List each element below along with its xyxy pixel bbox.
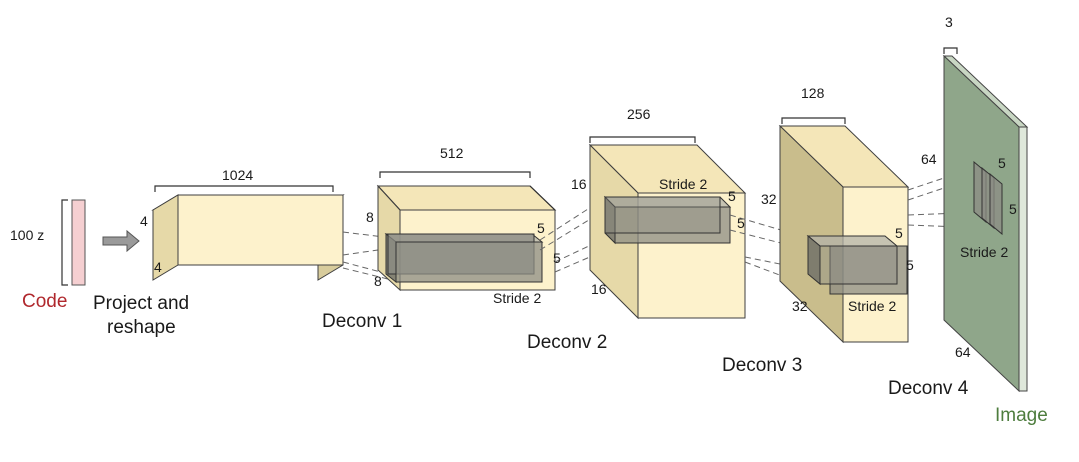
deconv2-height-label: 16: [571, 176, 587, 192]
deconv1-kernel-h-label: 5: [537, 220, 545, 236]
deconv3-kernel-h-label: 5: [895, 225, 903, 241]
deconv1-kernel: [384, 232, 544, 284]
code-bracket: [61, 199, 68, 286]
project-block: 1024 4 4 Project and reshape: [93, 167, 345, 338]
code-size-label: 100 z: [10, 227, 44, 243]
project-depth-brace: [154, 185, 334, 192]
deconv1-depth-brace: [379, 171, 531, 178]
deconv3-stride-label: Stride 2: [848, 298, 896, 314]
deconv2-block: 256 16 16 Stride 2 5 5 Deconv 2: [527, 106, 747, 353]
deconv3-depth-label: 128: [801, 85, 825, 101]
deconv4-stride-label: Stride 2: [960, 244, 1008, 260]
deconv1-kernel-w-label: 5: [553, 250, 561, 266]
image-width-label: 64: [955, 344, 971, 360]
deconv3-height-label: 32: [761, 191, 777, 207]
project-height-label: 4: [140, 213, 148, 229]
deconv4-kernel: [973, 160, 1003, 236]
image-depth-brace: [943, 47, 958, 54]
deconv1-width-label: 8: [374, 273, 382, 289]
deconv1-stride-label: Stride 2: [493, 290, 541, 306]
image-plane-front: [943, 54, 1020, 393]
code-label: Code: [22, 291, 67, 312]
project-width-label: 4: [154, 259, 162, 275]
deconv2-label: Deconv 2: [527, 332, 607, 353]
deconv2-stride-label: Stride 2: [659, 176, 707, 192]
project-label-line2: reshape: [107, 317, 176, 338]
project-label-line1: Project and: [93, 293, 189, 314]
image-plane-side: [1018, 126, 1028, 392]
deconv3-depth-brace: [781, 117, 846, 124]
deconv3-kernel-w-label: 5: [906, 257, 914, 273]
deconv1-depth-label: 512: [440, 145, 464, 161]
deconv2-width-label: 16: [591, 281, 607, 297]
deconv4-label: Deconv 4: [888, 378, 969, 399]
image-label: Image: [995, 405, 1048, 426]
deconv3-block: 128 32 32 5 5 Stride 2 Deconv 3: [722, 85, 914, 376]
deconv2-depth-label: 256: [627, 106, 651, 122]
image-plane: 3 64 64 5 5 Stride 2 Deconv 4 Image: [888, 14, 1048, 426]
deconv2-depth-brace: [589, 136, 696, 143]
deconv1-block: 512 8 8 5 5 Stride 2 Deconv 1: [322, 145, 561, 332]
deconv3-label: Deconv 3: [722, 355, 802, 376]
image-depth-label: 3: [945, 14, 953, 30]
deconv1-height-label: 8: [366, 209, 374, 225]
deconv3-width-label: 32: [792, 298, 808, 314]
code-bar: [71, 199, 86, 286]
deconv4-kernel-h-label: 5: [998, 155, 1006, 171]
deconv1-label: Deconv 1: [322, 311, 402, 332]
image-height-label: 64: [921, 151, 937, 167]
project-arrow-icon: [102, 229, 140, 253]
deconv2-kernel: [603, 195, 732, 245]
deconv2-kernel-w-label: 5: [737, 215, 745, 231]
code-vector: 100 z Code: [10, 199, 86, 312]
deconv3-kernel: [806, 234, 908, 295]
deconv4-kernel-w-label: 5: [1009, 201, 1017, 217]
project-depth-label: 1024: [222, 167, 253, 183]
deconv2-kernel-h-label: 5: [728, 188, 736, 204]
